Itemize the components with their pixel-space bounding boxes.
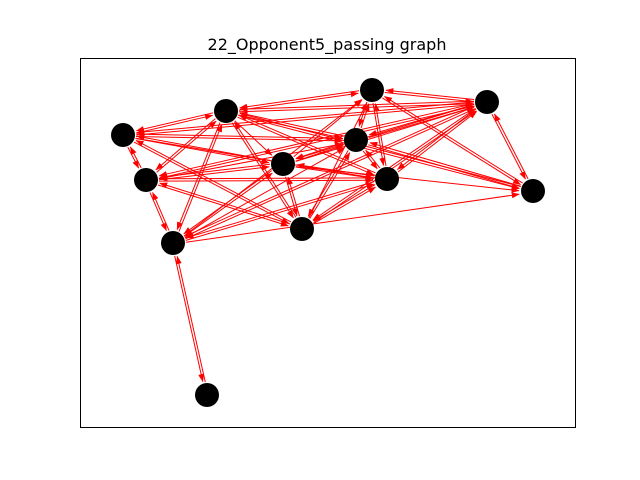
edge-n10-to-n4 <box>295 104 475 160</box>
edge-n1-to-n9 <box>237 116 375 176</box>
edge-n7-to-n9 <box>372 102 386 166</box>
edge-n10-to-n2 <box>158 103 475 177</box>
edge-n0-to-n2 <box>127 146 140 169</box>
edge-n1-to-n0 <box>135 112 214 132</box>
node-n10 <box>475 90 499 114</box>
edge-n5-to-n9 <box>313 186 376 224</box>
edge-n10-to-n3 <box>184 105 475 237</box>
edge-n9-to-n10 <box>397 111 477 173</box>
graph-title: 22_Opponent5_passing graph <box>208 35 447 55</box>
edge-n3-to-n4 <box>184 172 273 237</box>
edge-n7-to-n11 <box>382 97 521 186</box>
edge-n11-to-n7 <box>384 95 523 184</box>
node-n5 <box>290 217 314 241</box>
node-n1 <box>214 99 238 123</box>
edge-n1-to-n2 <box>155 118 216 171</box>
node-n7 <box>360 78 384 102</box>
edge-n4-to-n0 <box>136 134 271 161</box>
edge-n5-to-n2 <box>159 182 291 225</box>
edge-n11-to-n1 <box>239 112 521 188</box>
edge-n5-to-n7 <box>308 102 368 219</box>
edge-n0-to-n5 <box>133 141 290 225</box>
edge-n7-to-n10 <box>384 92 474 104</box>
edge-n8-to-n1 <box>239 111 344 137</box>
edge-n3-to-n6 <box>174 255 205 383</box>
edge-n3-to-n1 <box>178 123 223 232</box>
edge-n0-to-n10 <box>136 102 474 136</box>
edge-n8-to-n0 <box>136 131 344 139</box>
edge-n1-to-n7 <box>238 91 359 111</box>
edge-n6-to-n3 <box>175 255 206 383</box>
edge-n3-to-n9 <box>185 183 375 241</box>
edge-n2-to-n0 <box>129 146 142 169</box>
edge-n5-to-n8 <box>309 152 351 219</box>
edge-n9-to-n3 <box>185 181 375 239</box>
node-n0 <box>111 123 135 147</box>
edge-n1-to-n10 <box>238 100 474 113</box>
node-n6 <box>195 383 219 407</box>
edge-n3-to-n8 <box>184 147 345 239</box>
edge-n4-to-n10 <box>295 106 475 162</box>
edge-n11-to-n10 <box>494 113 529 180</box>
edge-n3-to-n11 <box>185 192 520 243</box>
edges-layer <box>127 88 529 383</box>
plot-frame <box>80 58 576 428</box>
edge-n9-to-n7 <box>373 103 387 167</box>
edge-n7-to-n8 <box>358 101 368 127</box>
edge-n10-to-n9 <box>397 108 477 170</box>
node-n3 <box>161 231 185 255</box>
edge-n3-to-n2 <box>152 191 170 231</box>
edge-n10-to-n11 <box>491 113 526 180</box>
edge-n3-to-n10 <box>185 108 476 240</box>
edge-n11-to-n8 <box>369 141 521 187</box>
edge-n1-to-n3 <box>176 122 221 231</box>
node-n11 <box>521 179 545 203</box>
node-n2 <box>134 168 158 192</box>
edge-n2-to-n4 <box>159 164 270 181</box>
edge-n10-to-n7 <box>385 88 475 100</box>
edge-n2-to-n10 <box>158 105 475 179</box>
edge-n7-to-n1 <box>239 90 360 110</box>
edge-n9-to-n5 <box>313 184 376 222</box>
edge-n9-to-n8 <box>365 149 381 169</box>
edge-n2-to-n1 <box>156 120 217 173</box>
node-n4 <box>271 152 295 176</box>
edge-n8-to-n11 <box>368 144 520 190</box>
edge-n4-to-n7 <box>293 99 363 157</box>
edge-n5-to-n4 <box>287 176 300 217</box>
edge-n0-to-n8 <box>135 136 343 144</box>
edge-n10-to-n0 <box>136 101 474 135</box>
node-n9 <box>375 167 399 191</box>
edge-n0-to-n1 <box>135 114 214 134</box>
nodes-layer <box>111 78 545 407</box>
node-n8 <box>344 128 368 152</box>
edge-n2-to-n8 <box>158 142 343 180</box>
edge-n10-to-n5 <box>312 107 476 221</box>
edge-n2-to-n9 <box>158 177 374 184</box>
